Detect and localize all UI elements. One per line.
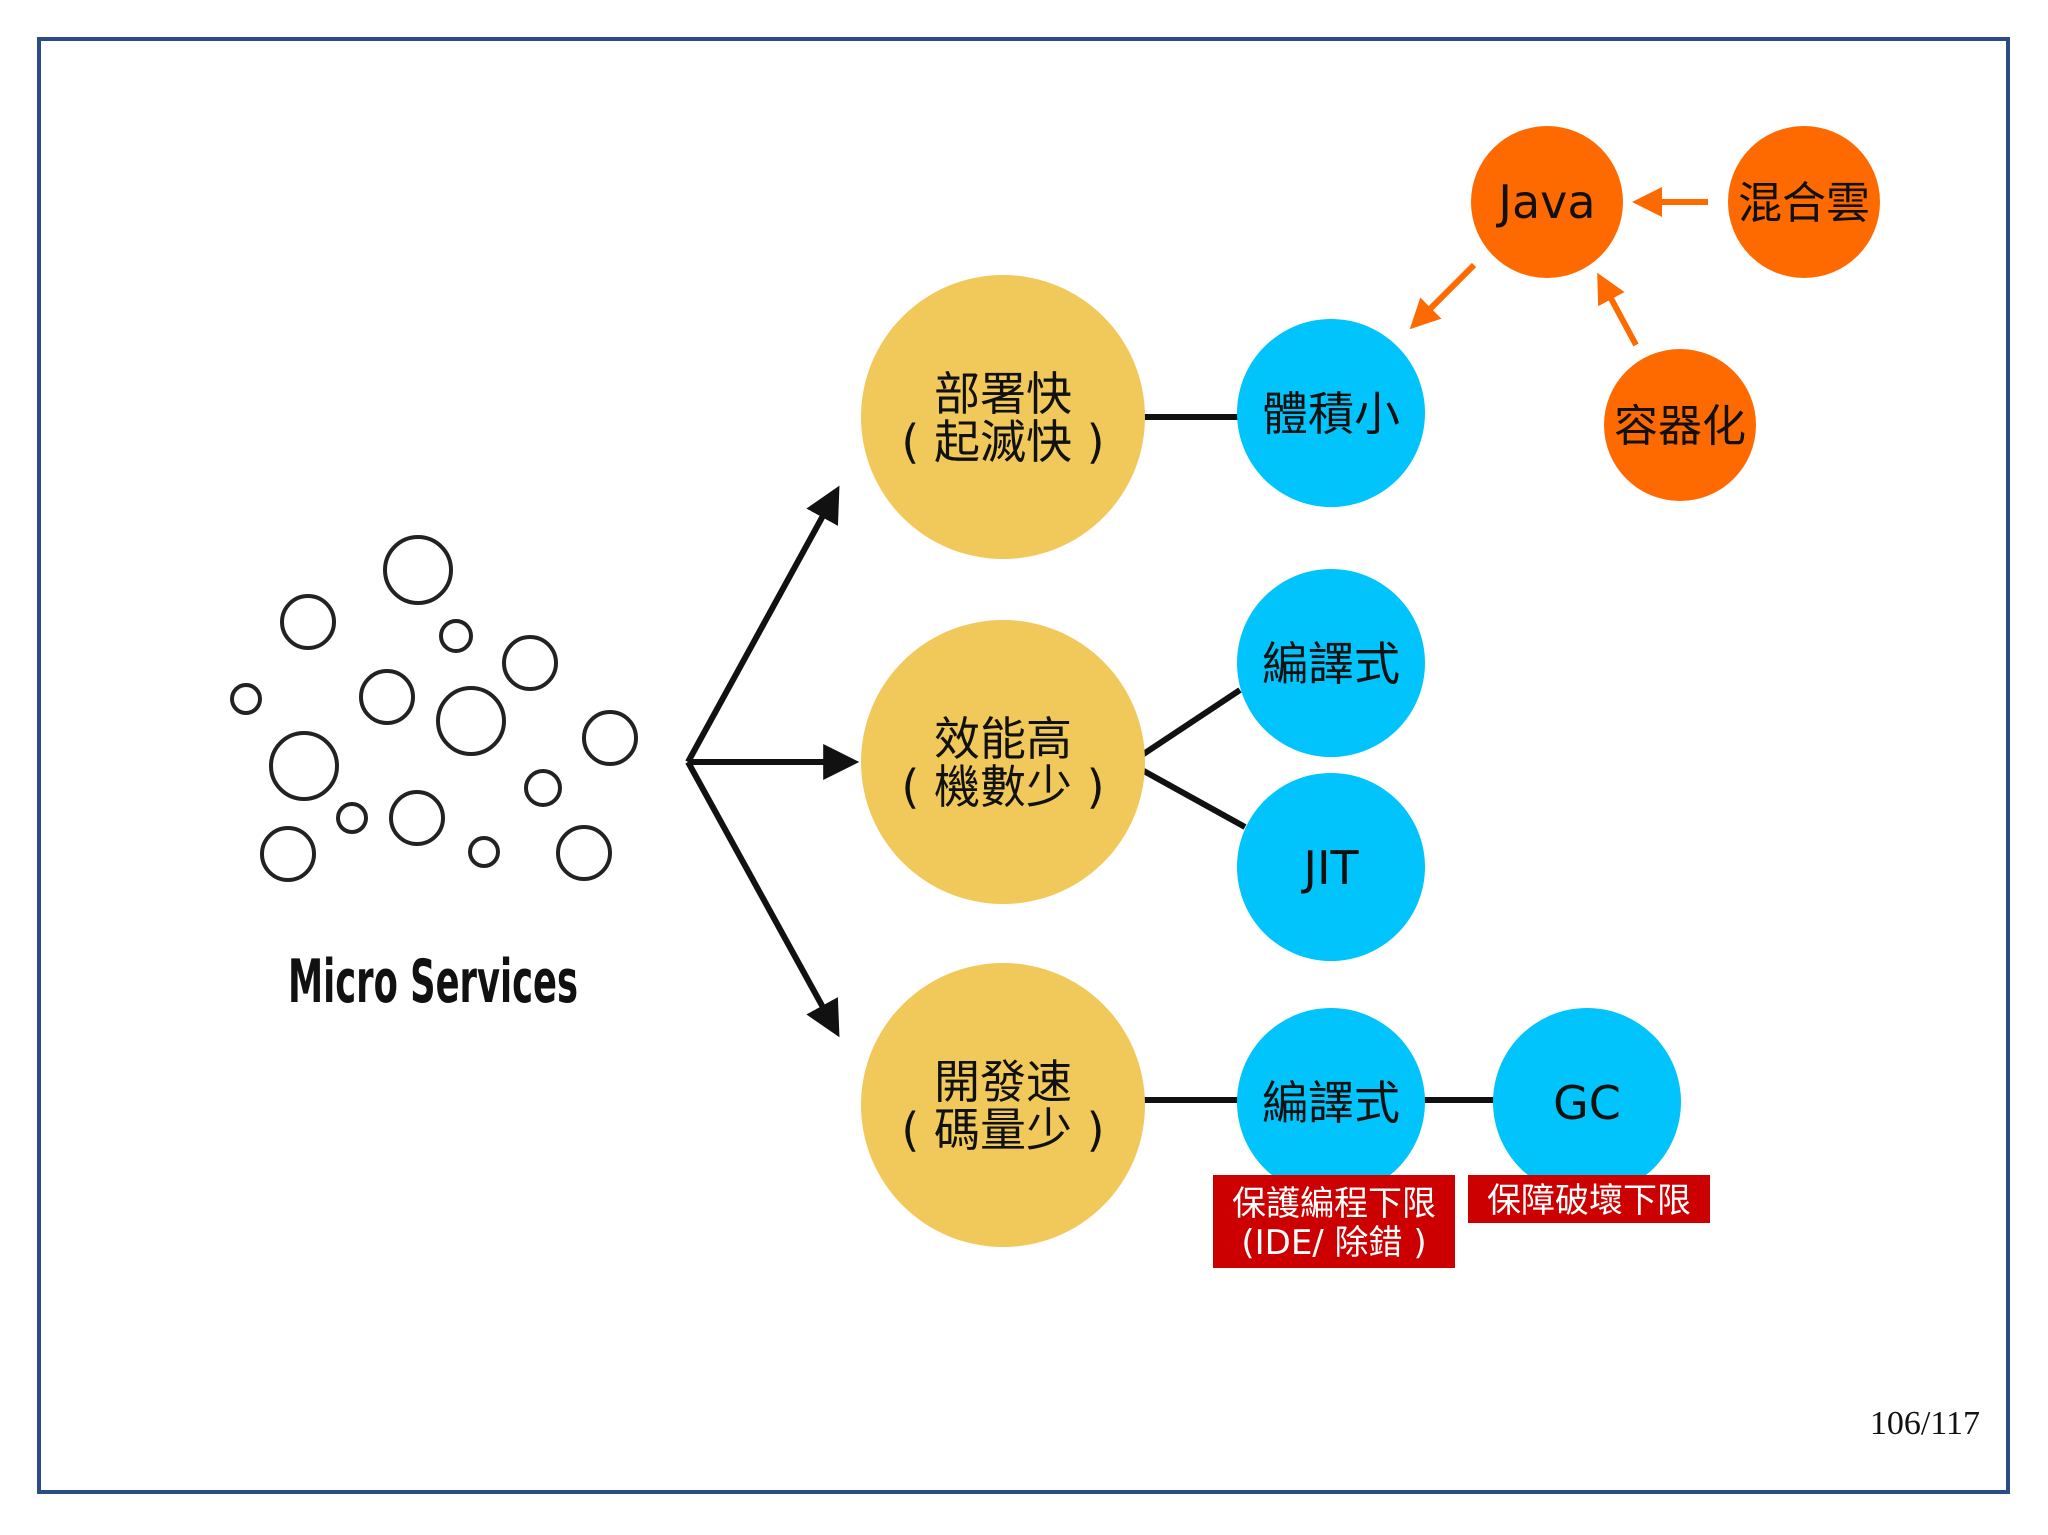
connectors — [1140, 414, 1494, 1103]
arrow-to-dev — [685, 760, 840, 1038]
node-compiled-top: 編譯式 — [1237, 569, 1425, 757]
connector-perf-compiled — [1140, 687, 1242, 758]
node-gc-label: GC — [1553, 1076, 1621, 1130]
page-number: 106/117 — [1869, 1405, 1980, 1442]
node-size-label: 體積小 — [1262, 387, 1400, 441]
node-jit-label: JIT — [1300, 841, 1359, 895]
node-hybrid-label: 混合雲 — [1738, 178, 1870, 229]
node-dev: 開發速 ( 碼量少 ) — [861, 963, 1145, 1247]
node-deploy-line2: ( 起滅快 ) — [901, 415, 1104, 469]
microservices-title: Micro Services — [288, 947, 578, 1017]
node-gc: GC — [1493, 1008, 1681, 1196]
node-perf: 效能高 ( 機數少 ) — [861, 620, 1145, 904]
node-compiled-top-label: 編譯式 — [1262, 637, 1400, 691]
node-container-label: 容器化 — [1614, 401, 1746, 452]
node-dev-line1: 開發速 — [934, 1055, 1072, 1109]
arrow-container-to-java — [1597, 272, 1639, 347]
node-perf-line2: ( 機數少 ) — [901, 760, 1104, 814]
note-compiled-line2: (IDE/ 除錯 ) — [1241, 1223, 1426, 1263]
node-container: 容器化 — [1604, 349, 1756, 501]
note-gc-label: 保障破壞下限 — [1487, 1181, 1691, 1221]
node-dev-line2: ( 碼量少 ) — [901, 1103, 1104, 1157]
node-jit: JIT — [1237, 773, 1425, 961]
node-java-label: Java — [1495, 175, 1595, 229]
note-gc: 保障破壞下限 — [1468, 1175, 1710, 1223]
orange-arrows — [1409, 187, 1708, 347]
note-compiled: 保護編程下限 (IDE/ 除錯 ) — [1213, 1175, 1455, 1268]
node-compiled-bottom-label: 編譯式 — [1262, 1076, 1400, 1130]
slide-frame — [37, 37, 2010, 1494]
connector-perf-jit — [1140, 767, 1247, 830]
node-compiled-bottom: 編譯式 — [1237, 1008, 1425, 1196]
node-java: Java — [1471, 126, 1623, 278]
note-compiled-line1: 保護編程下限 — [1232, 1184, 1436, 1224]
branch-arrows — [685, 485, 860, 1038]
node-deploy: 部署快 ( 起滅快 ) — [861, 275, 1145, 559]
arrow-java-to-size — [1409, 262, 1477, 330]
node-size: 體積小 — [1237, 319, 1425, 507]
node-perf-line1: 效能高 — [934, 712, 1072, 766]
bubbles-icon — [230, 535, 638, 882]
arrow-to-deploy — [685, 485, 840, 764]
node-hybrid: 混合雲 — [1728, 126, 1880, 278]
node-deploy-line1: 部署快 — [934, 367, 1072, 421]
